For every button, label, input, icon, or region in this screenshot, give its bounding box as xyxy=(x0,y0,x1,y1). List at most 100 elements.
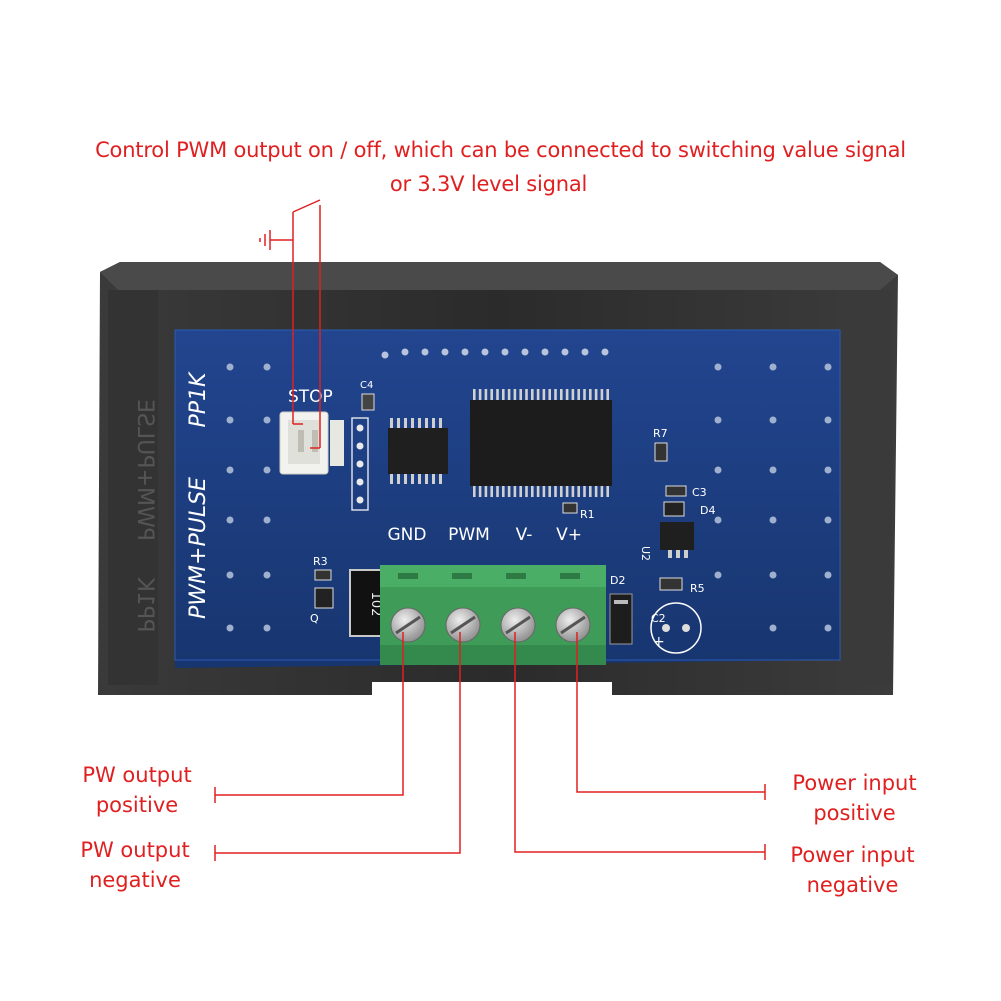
chip-pin xyxy=(589,389,592,400)
board-name-silk: PWM+PULSE xyxy=(186,477,211,619)
svg-text:R7: R7 xyxy=(653,427,668,440)
terminal-label-v-minus: V- xyxy=(516,525,533,545)
chip-pin xyxy=(478,389,482,400)
chip-pin xyxy=(583,486,586,497)
board-model-silk: PP1K xyxy=(186,371,211,428)
svg-text:PP1K: PP1K xyxy=(132,577,157,633)
component-q: Q xyxy=(310,587,334,625)
chip-pin xyxy=(577,486,580,497)
svg-text:D2: D2 xyxy=(610,574,625,587)
chip-pin xyxy=(519,486,522,497)
chip-pin xyxy=(490,389,493,400)
chip-pin xyxy=(519,389,522,400)
svg-text:D4: D4 xyxy=(700,504,715,517)
component-102: 102 xyxy=(349,569,383,637)
chip-pin xyxy=(496,486,499,497)
component-c4: C4 xyxy=(360,380,375,411)
chip-pin xyxy=(554,486,557,497)
label-pw-neg-line1: PW output xyxy=(80,838,190,862)
terminal-label-v-plus: V+ xyxy=(556,525,582,545)
chip-pin xyxy=(490,486,493,497)
top-pin-row xyxy=(381,348,609,359)
chip-pin xyxy=(536,389,540,400)
chip-pin xyxy=(589,486,592,497)
component-c3: C3 xyxy=(665,485,707,499)
label-pwr-pos-line2: positive xyxy=(813,801,896,825)
chip-pin xyxy=(577,389,580,400)
leader-lines xyxy=(214,199,766,861)
component-r7: R7 xyxy=(653,427,668,462)
chip-pin xyxy=(583,389,586,400)
chip-pin xyxy=(542,486,546,497)
chip-pin xyxy=(565,486,569,497)
pin-rows xyxy=(226,363,832,632)
svg-text:PP1K: PP1K xyxy=(186,371,211,428)
annotation-title-line-1: Control PWM output on / off, which can b… xyxy=(95,138,906,162)
chip-pin xyxy=(484,486,488,497)
chip-pin xyxy=(606,389,609,400)
chip-pin xyxy=(513,486,517,497)
chip-pin xyxy=(548,389,551,400)
header-pins xyxy=(351,417,369,511)
chip-pin xyxy=(473,389,476,400)
component-d2: D2 xyxy=(609,574,633,645)
stop-connector: STOP xyxy=(279,387,344,475)
svg-text:+: + xyxy=(653,634,665,650)
chip-pin xyxy=(600,389,604,400)
chip-pin xyxy=(473,486,476,497)
label-pwr-neg-line2: negative xyxy=(806,873,899,897)
component-u2: U2 xyxy=(639,522,694,561)
chip-pin xyxy=(571,486,575,497)
svg-text:102: 102 xyxy=(368,592,383,617)
annotation-title-line-2: or 3.3V level signal xyxy=(389,172,588,196)
label-pwr-pos-line1: Power input xyxy=(792,771,917,795)
svg-text:Q: Q xyxy=(310,612,319,625)
chip-pin xyxy=(513,389,517,400)
chip-pin xyxy=(560,486,563,497)
svg-text:C4: C4 xyxy=(360,380,373,391)
chip-small xyxy=(388,418,448,484)
chip-pin xyxy=(525,389,528,400)
chip-pin xyxy=(496,389,499,400)
chip-pin xyxy=(531,486,534,497)
label-pw-output-negative: PW output negative xyxy=(60,835,210,895)
chip-pin xyxy=(560,389,563,400)
svg-text:C3: C3 xyxy=(692,486,707,499)
chip-pin xyxy=(565,389,569,400)
label-pw-output-positive: PW output positive xyxy=(62,760,212,820)
chip-pin xyxy=(594,389,598,400)
svg-text:R5: R5 xyxy=(690,582,705,595)
component-r5: R5 xyxy=(659,577,705,595)
chip-pin xyxy=(606,486,609,497)
chip-pin xyxy=(594,486,598,497)
terminal-block xyxy=(380,565,606,665)
svg-text:R3: R3 xyxy=(313,555,328,568)
chip-pin xyxy=(600,486,604,497)
svg-text:PWM+PULSE: PWM+PULSE xyxy=(132,399,157,541)
terminal-label-gnd: GND xyxy=(388,525,427,545)
chip-pin xyxy=(502,486,505,497)
svg-text:C2: C2 xyxy=(651,612,666,625)
chip-pin xyxy=(554,389,557,400)
chip-pin xyxy=(478,486,482,497)
component-c2: C2 + xyxy=(650,602,702,654)
label-power-input-positive: Power input positive xyxy=(772,768,937,828)
label-pw-pos-line2: positive xyxy=(95,793,179,817)
chip-pin xyxy=(507,486,511,497)
chip-pin xyxy=(571,389,575,400)
terminal-label-pwm: PWM xyxy=(448,525,490,545)
component-d4: D4 xyxy=(663,501,715,517)
chip-pin xyxy=(507,389,511,400)
label-power-input-negative: Power input negative xyxy=(770,840,935,900)
label-pw-pos-line1: PW output xyxy=(82,763,192,787)
chip-pin xyxy=(536,486,540,497)
svg-text:U2: U2 xyxy=(639,546,652,561)
terminal-labels: GND PWM V- V+ xyxy=(388,525,582,545)
chip-large xyxy=(470,389,612,497)
label-pwr-neg-line1: Power input xyxy=(790,843,915,867)
chip-pin xyxy=(502,389,505,400)
chip-pin xyxy=(525,486,528,497)
component-r3: R3 xyxy=(313,555,332,581)
